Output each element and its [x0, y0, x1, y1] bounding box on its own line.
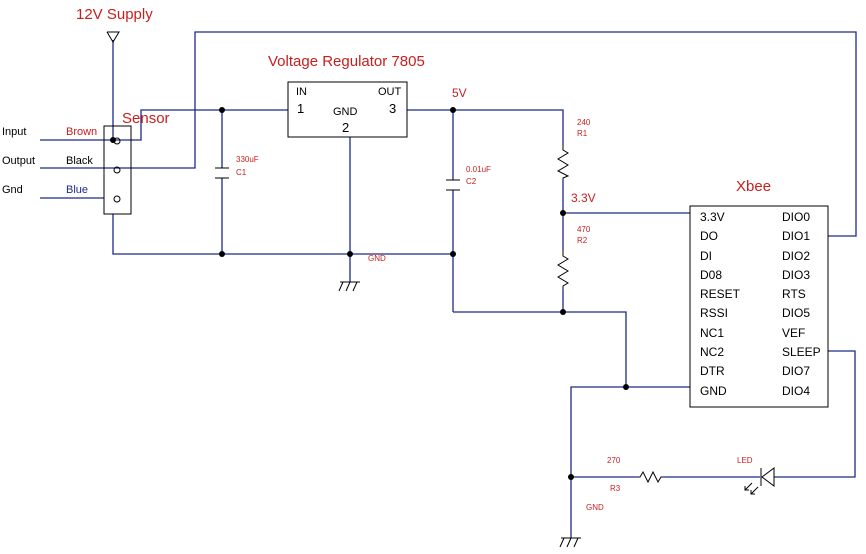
- junction-dots: [110, 107, 629, 480]
- junction-dot: [347, 251, 353, 257]
- junction-dot: [560, 210, 566, 216]
- junction-dot: [219, 107, 225, 113]
- sensor-pin-input-label: Input: [2, 126, 26, 138]
- regulator-out-pin: 3: [389, 101, 396, 116]
- net-gnd-label: GND: [368, 254, 386, 263]
- xbee-pin-left: RESET: [700, 287, 741, 301]
- supply-title: 12V Supply: [76, 6, 153, 23]
- c2-value: 0.01uF: [466, 165, 491, 174]
- xbee-pin-right: DIO5: [782, 306, 810, 320]
- junction-dot: [560, 309, 566, 315]
- sensor-pin-output-wire-color: Black: [66, 155, 93, 167]
- xbee-pin-right: VEF: [782, 326, 805, 340]
- xbee-pin-right: SLEEP: [782, 345, 821, 359]
- regulator-in-label: IN: [296, 86, 307, 98]
- net-5v-label: 5V: [452, 86, 467, 100]
- resistor-r3: [636, 470, 664, 484]
- junction-dot: [623, 384, 629, 390]
- net-gnd-label-lower: GND: [586, 503, 604, 512]
- capacitor-c2: [446, 179, 460, 191]
- ground-rail: [112, 214, 453, 255]
- r3-ref: R3: [610, 484, 621, 493]
- capacitor-c1: [215, 167, 229, 179]
- xbee-body: [689, 205, 829, 408]
- led-label: LED: [737, 456, 753, 465]
- regulator-out-label: OUT: [378, 86, 402, 98]
- r3-value: 270: [607, 456, 621, 465]
- resistor-r1: [556, 145, 570, 180]
- junction-dot: [450, 251, 456, 257]
- output-to-dio1-wire: [40, 31, 857, 237]
- c2-ref: C2: [466, 177, 477, 186]
- xbee-pin-right: DIO7: [782, 364, 810, 378]
- regulator-title: Voltage Regulator 7805: [268, 53, 425, 70]
- r1-ref: R1: [577, 129, 588, 138]
- lower-gnd-wire: [570, 386, 626, 538]
- xbee-pin-left: D08: [700, 268, 722, 282]
- xbee-pin-left: 3.3V: [700, 210, 725, 224]
- supply-to-regulator-wire: [113, 109, 288, 141]
- ground-icon: [338, 281, 360, 292]
- c1-ref: C1: [236, 168, 247, 177]
- xbee-pin-left: DTR: [700, 364, 725, 378]
- xbee-pin-left: RSSI: [700, 306, 728, 320]
- net-3v3-label: 3.3V: [571, 191, 596, 205]
- supply-arrow-icon: [106, 31, 120, 43]
- xbee-pin-left: DO: [700, 229, 718, 243]
- xbee-pin-right: DIO2: [782, 249, 810, 263]
- regulator-gnd-label: GND: [333, 106, 358, 118]
- xbee-title: Xbee: [736, 178, 771, 195]
- xbee-pin-left: NC1: [700, 326, 724, 340]
- regulator-in-pin: 1: [297, 101, 304, 116]
- xbee-pin-left: NC2: [700, 345, 724, 359]
- c1-value: 330uF: [236, 155, 259, 164]
- gnd-to-xbee-wire: [453, 311, 627, 387]
- xbee-pin-left: GND: [700, 384, 727, 398]
- regulator-body: [287, 81, 408, 138]
- r2-value: 470: [577, 225, 591, 234]
- sensor-pin-gnd-wire-color: Blue: [66, 184, 88, 196]
- led-to-sleep-wire: [774, 350, 856, 478]
- xbee-pin-right: DIO3: [782, 268, 810, 282]
- xbee-pin-right: RTS: [782, 287, 806, 301]
- led-icon: [744, 467, 775, 495]
- xbee-pin-right: DIO0: [782, 210, 810, 224]
- sensor-title: Sensor: [122, 110, 170, 127]
- junction-dot: [219, 251, 225, 257]
- xbee-left-pins: 3.3V DO DI D08 RESET RSSI NC1 NC2 DTR GN…: [700, 210, 741, 398]
- regulator-gnd-pin: 2: [342, 120, 349, 135]
- junction-dot: [568, 474, 574, 480]
- ground-icon: [559, 537, 581, 548]
- r2-ref: R2: [577, 236, 588, 245]
- wires: [40, 31, 857, 538]
- xbee-pin-right: DIO4: [782, 384, 810, 398]
- sensor-pin-output-label: Output: [2, 155, 35, 167]
- resistor-r2: [557, 250, 569, 290]
- five-volt-wire: [407, 109, 564, 145]
- sensor-pin-input-wire-color: Brown: [66, 126, 97, 138]
- xbee-pin-right: DIO1: [782, 229, 810, 243]
- r1-value: 240: [577, 118, 591, 127]
- sensor-pin-gnd-label: Gnd: [2, 184, 23, 196]
- junction-dot: [450, 107, 456, 113]
- xbee-pin-left: DI: [700, 249, 712, 263]
- junction-dot: [110, 137, 116, 143]
- sensor-connector: [103, 125, 132, 215]
- xbee-right-pins: DIO0 DIO1 DIO2 DIO3 RTS DIO5 VEF SLEEP D…: [782, 210, 821, 398]
